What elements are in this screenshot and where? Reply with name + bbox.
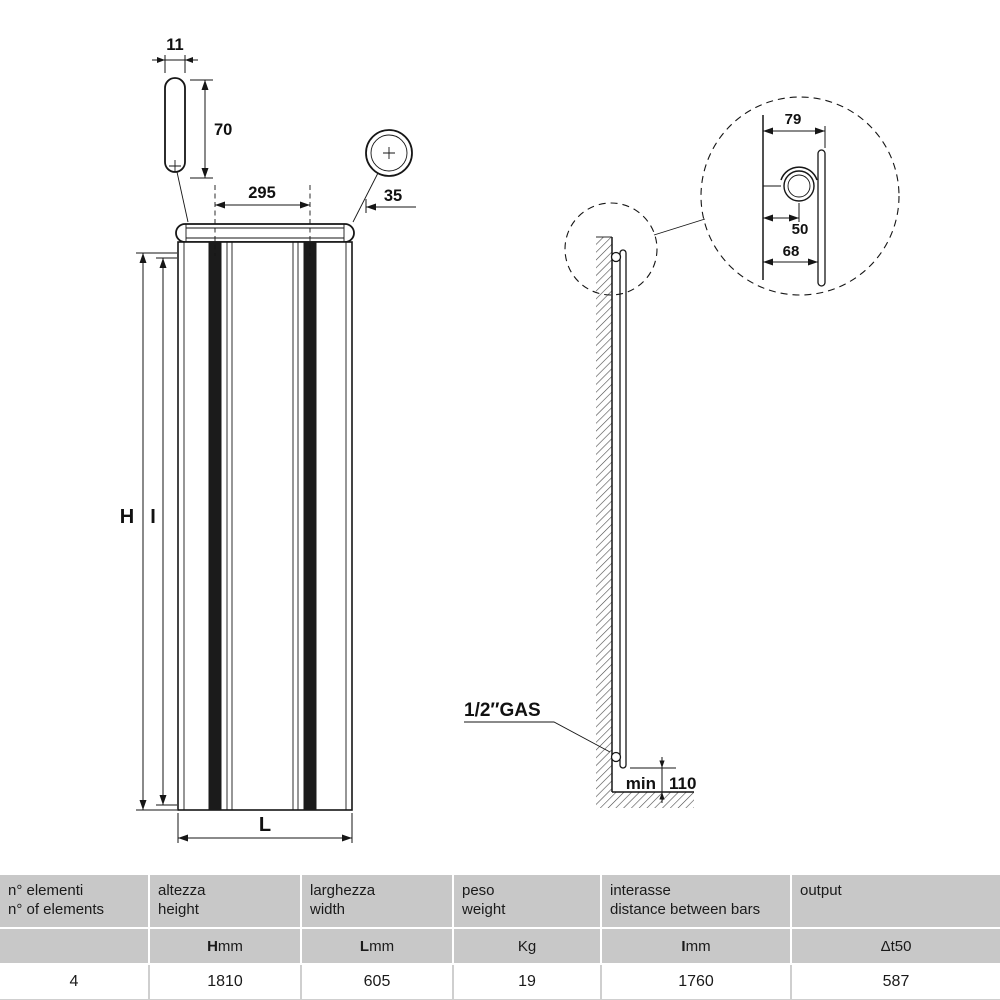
header-interaxis-it: interasse (610, 882, 671, 899)
header-width-en: width (310, 901, 346, 918)
value-output: 587 (792, 965, 1000, 999)
value-height: 1810 (150, 965, 300, 999)
header-interaxis: interasse distance between bars (602, 875, 790, 927)
dim-I-group: I (150, 257, 177, 806)
radiator-side-profile (610, 249, 627, 769)
dim-min-110-group: min 110 (626, 757, 696, 803)
dim-bar-diameter: 35 (384, 187, 402, 205)
dim-element-thickness: 11 (166, 36, 183, 54)
wall (596, 236, 613, 792)
dim-L-group: L (177, 813, 353, 843)
header-output-label: output (800, 882, 842, 899)
dim-79-group: 79 (763, 111, 826, 148)
spec-table-values-row: 4 1810 605 19 1760 587 (0, 965, 1000, 1000)
unit-weight: Kg (454, 929, 600, 963)
detail-callout (564, 202, 706, 296)
detail-bubble: 79 50 68 (700, 96, 900, 296)
header-height-en: height (158, 901, 199, 918)
min-label: min (626, 774, 656, 793)
header-weight-it: peso (462, 882, 495, 899)
radiator-body (177, 241, 353, 811)
dim-floor-clearance: 110 (669, 774, 696, 793)
unit-width: L mm (302, 929, 452, 963)
gas-connection: 1/2″GAS (464, 700, 611, 753)
header-interaxis-en: distance between bars (610, 901, 761, 918)
panel-edge (817, 149, 826, 287)
header-width: larghezza width (302, 875, 452, 927)
bar-section (783, 170, 815, 202)
header-weight: peso weight (454, 875, 600, 927)
vertical-bar-left (208, 242, 222, 810)
gas-connection-label: 1/2″GAS (464, 700, 541, 721)
unit-elements (0, 929, 148, 963)
header-width-it: larghezza (310, 882, 376, 899)
unit-height: H mm (150, 929, 300, 963)
front-view: 11 70 35 (120, 36, 416, 843)
dim-wall-to-panel: 68 (783, 243, 800, 260)
header-height-it: altezza (158, 882, 206, 899)
dim-50-group: 50 (763, 203, 808, 238)
label-interaxis-I: I (150, 506, 156, 528)
header-weight-en: weight (462, 901, 506, 918)
collector-top-bar (175, 223, 355, 243)
dim-70-group: 70 (190, 79, 232, 179)
spec-table-units-row: H mm L mm Kg I mm Δt50 (0, 929, 1000, 963)
dim-11-group: 11 (152, 36, 198, 73)
dim-total-depth: 79 (785, 111, 802, 128)
header-elements-en: n° of elements (8, 901, 105, 918)
top-wall-bracket (610, 251, 622, 263)
value-elements: 4 (0, 965, 148, 999)
label-width-L: L (259, 814, 271, 836)
floor (596, 791, 694, 808)
dim-295-group: 295 (214, 184, 311, 256)
header-height: altezza height (150, 875, 300, 927)
bracket-clip (780, 166, 818, 181)
value-interaxis: 1760 (602, 965, 790, 999)
spec-table: n° elementi n° of elements altezza heigh… (0, 875, 1000, 1000)
dim-35-group: 35 (365, 187, 416, 213)
dim-element-depth: 70 (214, 121, 232, 139)
label-height-H: H (120, 506, 134, 528)
unit-output: Δt50 (792, 929, 1000, 963)
radiator-dimensional-drawing: 11 70 35 (120, 36, 900, 843)
dim-H-group: H (120, 252, 177, 811)
value-width: 605 (302, 965, 452, 999)
value-weight: 19 (454, 965, 600, 999)
dim-68-group: 68 (763, 243, 819, 268)
header-output: output (792, 875, 1000, 927)
dim-bar-spacing: 295 (248, 184, 276, 202)
dim-bar-center: 50 (792, 221, 809, 238)
unit-interaxis: I mm (602, 929, 790, 963)
spec-table-header-row: n° elementi n° of elements altezza heigh… (0, 875, 1000, 927)
bar-cross-section-detail (352, 129, 413, 223)
vertical-bar-right (303, 242, 317, 810)
side-view: 79 50 68 1/2″GAS min 110 (464, 96, 900, 808)
header-elements: n° elementi n° of elements (0, 875, 148, 927)
element-cross-section-detail (164, 77, 189, 223)
header-elements-it: n° elementi (8, 882, 84, 899)
bottom-connection (610, 751, 622, 763)
